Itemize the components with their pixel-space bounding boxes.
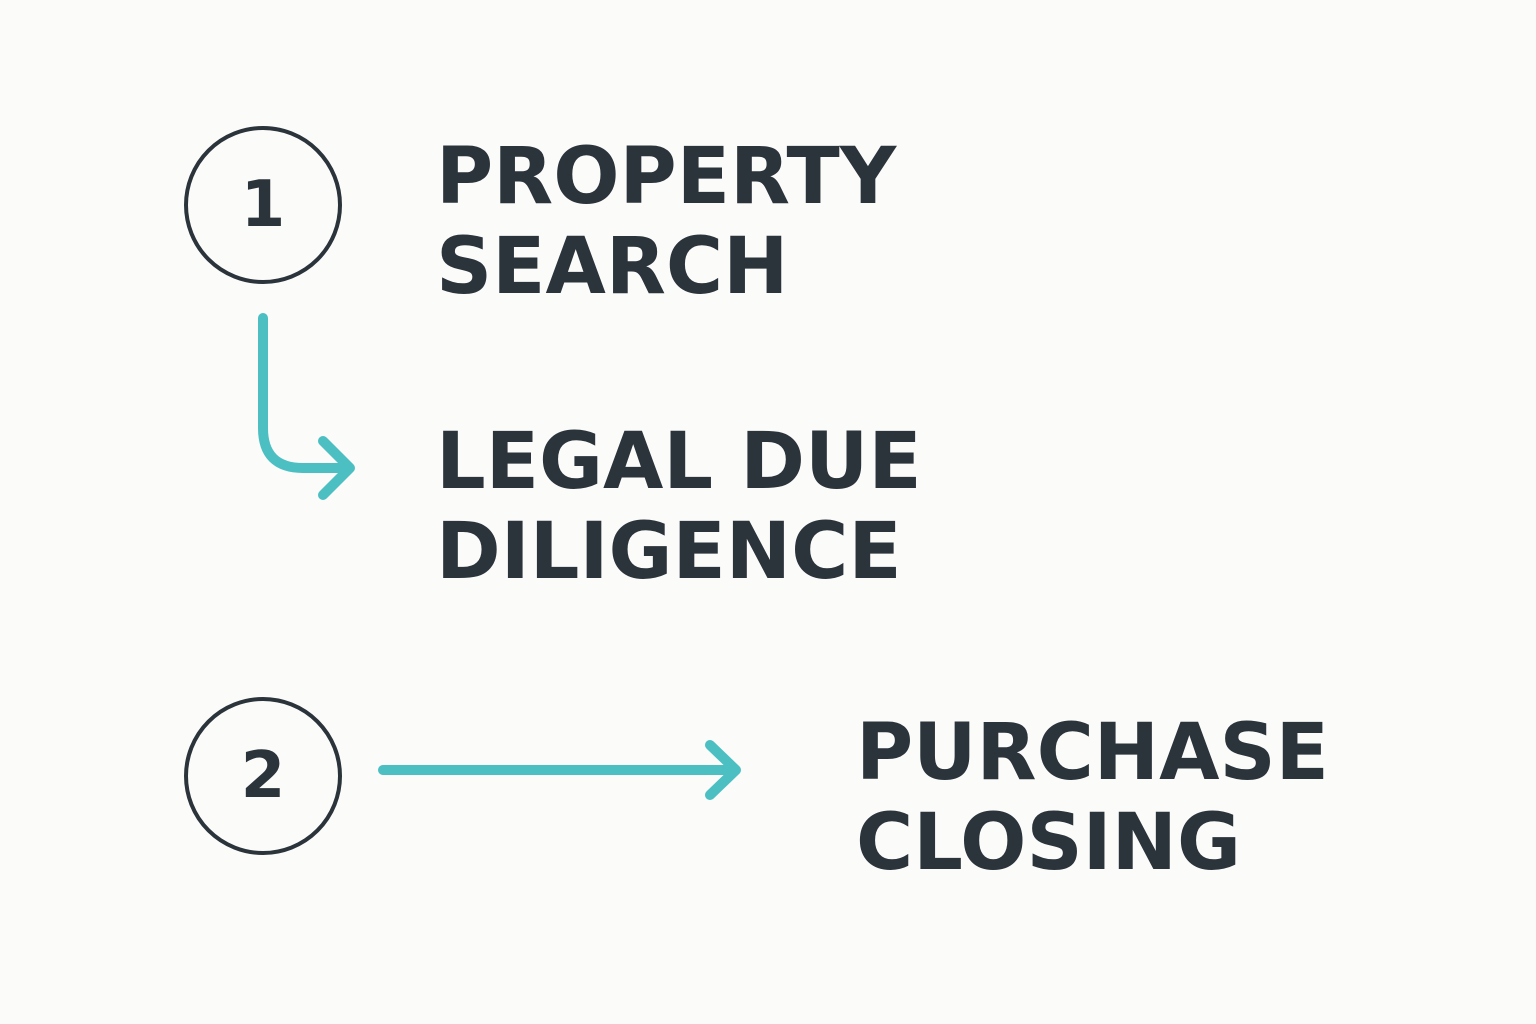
step-label-line: SEARCH [436,222,789,312]
step-label-line: CLOSING [856,798,1241,888]
step-label-line: LEGAL DUE [436,417,922,507]
step-1-number-circle: 1 [184,126,342,284]
step-label-property-search: PROPERTY SEARCH [436,132,896,312]
step-label-line: PURCHASE [856,708,1329,798]
step-label-purchase-closing: PURCHASE CLOSING [856,708,1329,888]
curved-arrow-icon [258,313,355,500]
step-label-legal-due-diligence: LEGAL DUE DILIGENCE [436,417,922,597]
step-label-line: DILIGENCE [436,507,902,597]
arrow-right-icon [378,740,741,800]
step-label-line: PROPERTY [436,132,897,222]
step-2-number-circle: 2 [184,697,342,855]
